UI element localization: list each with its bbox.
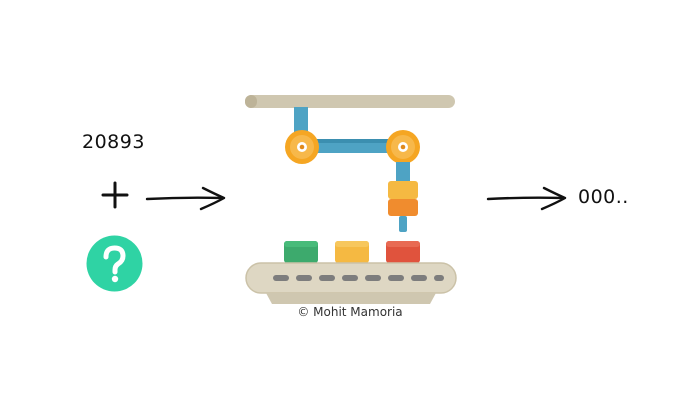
- input-arrow-icon: [145, 186, 226, 211]
- output-arrow-icon: [486, 186, 567, 211]
- robotic-arm-assembly-line-icon: [245, 95, 457, 304]
- output-text: 000..: [578, 186, 629, 208]
- question-icon: [86, 235, 143, 292]
- plus-icon: [101, 181, 129, 209]
- input-number: 20893: [82, 131, 145, 153]
- credit-text: © Mohit Mamoria: [297, 305, 403, 319]
- credit-caption: © Mohit Mamoria: [0, 305, 700, 319]
